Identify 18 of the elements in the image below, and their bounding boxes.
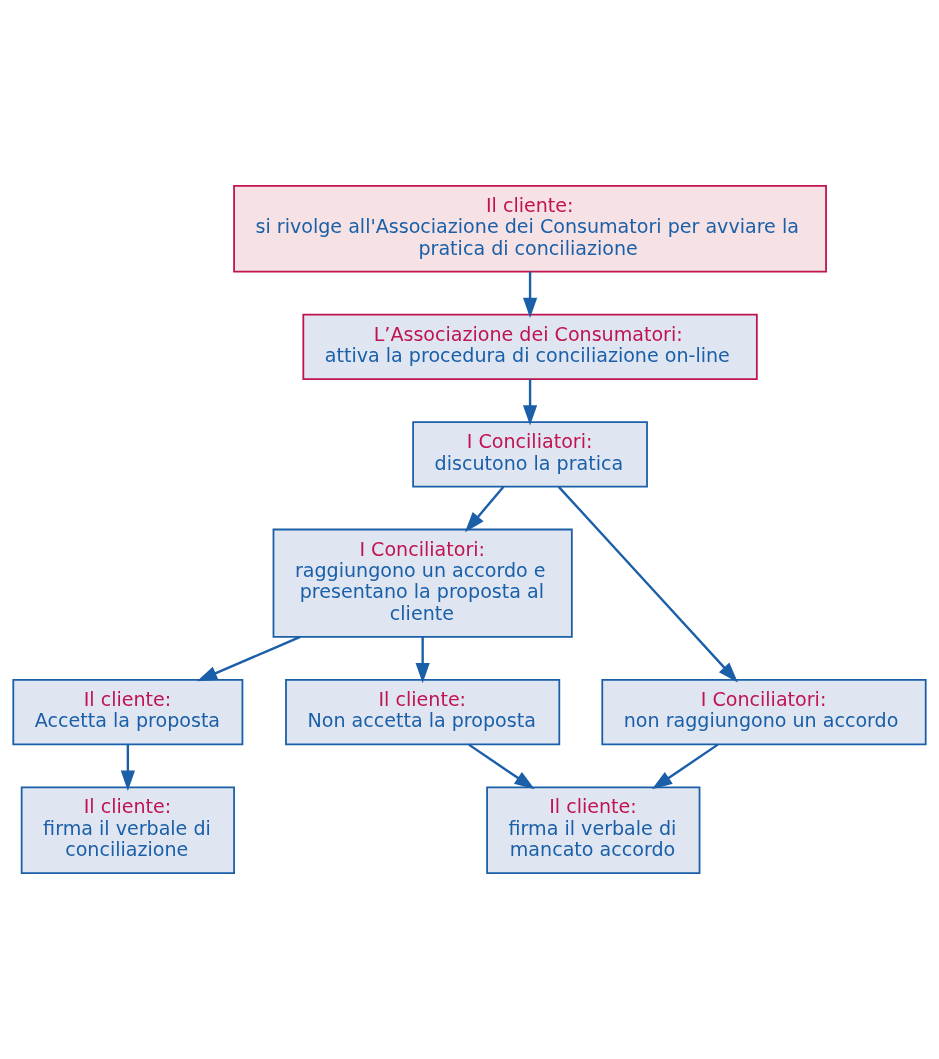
arrow [522,271,538,319]
node-box: Il cliente: Accetta la proposta [12,679,244,746]
arrow [468,743,535,790]
node-box: I Conciliatori: non raggiungono un accordo [601,679,927,746]
arrow [464,486,505,533]
node-box: L’Associazione dei Consumatori: attiva la procedura di conciliazione on-line [302,313,758,380]
node-box: Il cliente: firma il verbale di mancato accordo [486,786,701,875]
node-box: Il cliente: si rivolge all'Associazione dei Consumatori per avviare la pratica di conciliazione [233,184,827,273]
arrow [120,744,135,791]
arrow [651,743,719,790]
arrow [415,636,430,684]
node-box: I Conciliatori: discutono la pratica [412,421,648,488]
node-box: Il cliente: Non accetta la proposta [285,679,561,746]
node-box: Il cliente: firma il verbale di conciliazione [20,786,235,875]
arrow [522,379,538,426]
arrow [557,486,738,683]
node-box: I Conciliatori: raggiungono un accordo e presentano la proposta al cliente [272,528,573,638]
arrow [196,635,301,682]
